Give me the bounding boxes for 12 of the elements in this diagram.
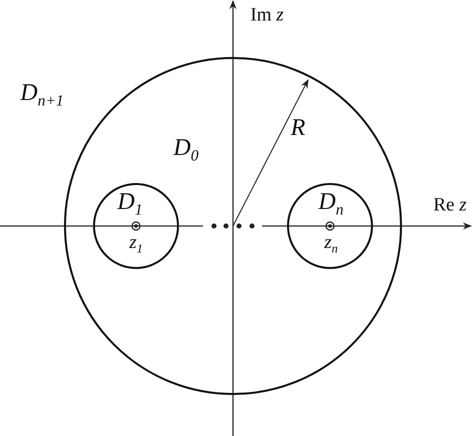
disk-circle [64,57,402,395]
region-label: z$_{1}$ [129,233,143,255]
axis-label: Im z [250,6,284,24]
radius-label: R [290,116,306,140]
region-label: z$_{n}$ [324,233,338,255]
axis-label: Re z [433,196,467,214]
region-label: D$_{n}$ [318,190,344,218]
disk-circle [93,183,179,269]
disk-circle [287,183,373,269]
region-label: D$_{0}$ [173,136,199,164]
region-label: D$_{1}$ [117,190,143,218]
region-label: D$_{n+1}$ [20,80,64,110]
